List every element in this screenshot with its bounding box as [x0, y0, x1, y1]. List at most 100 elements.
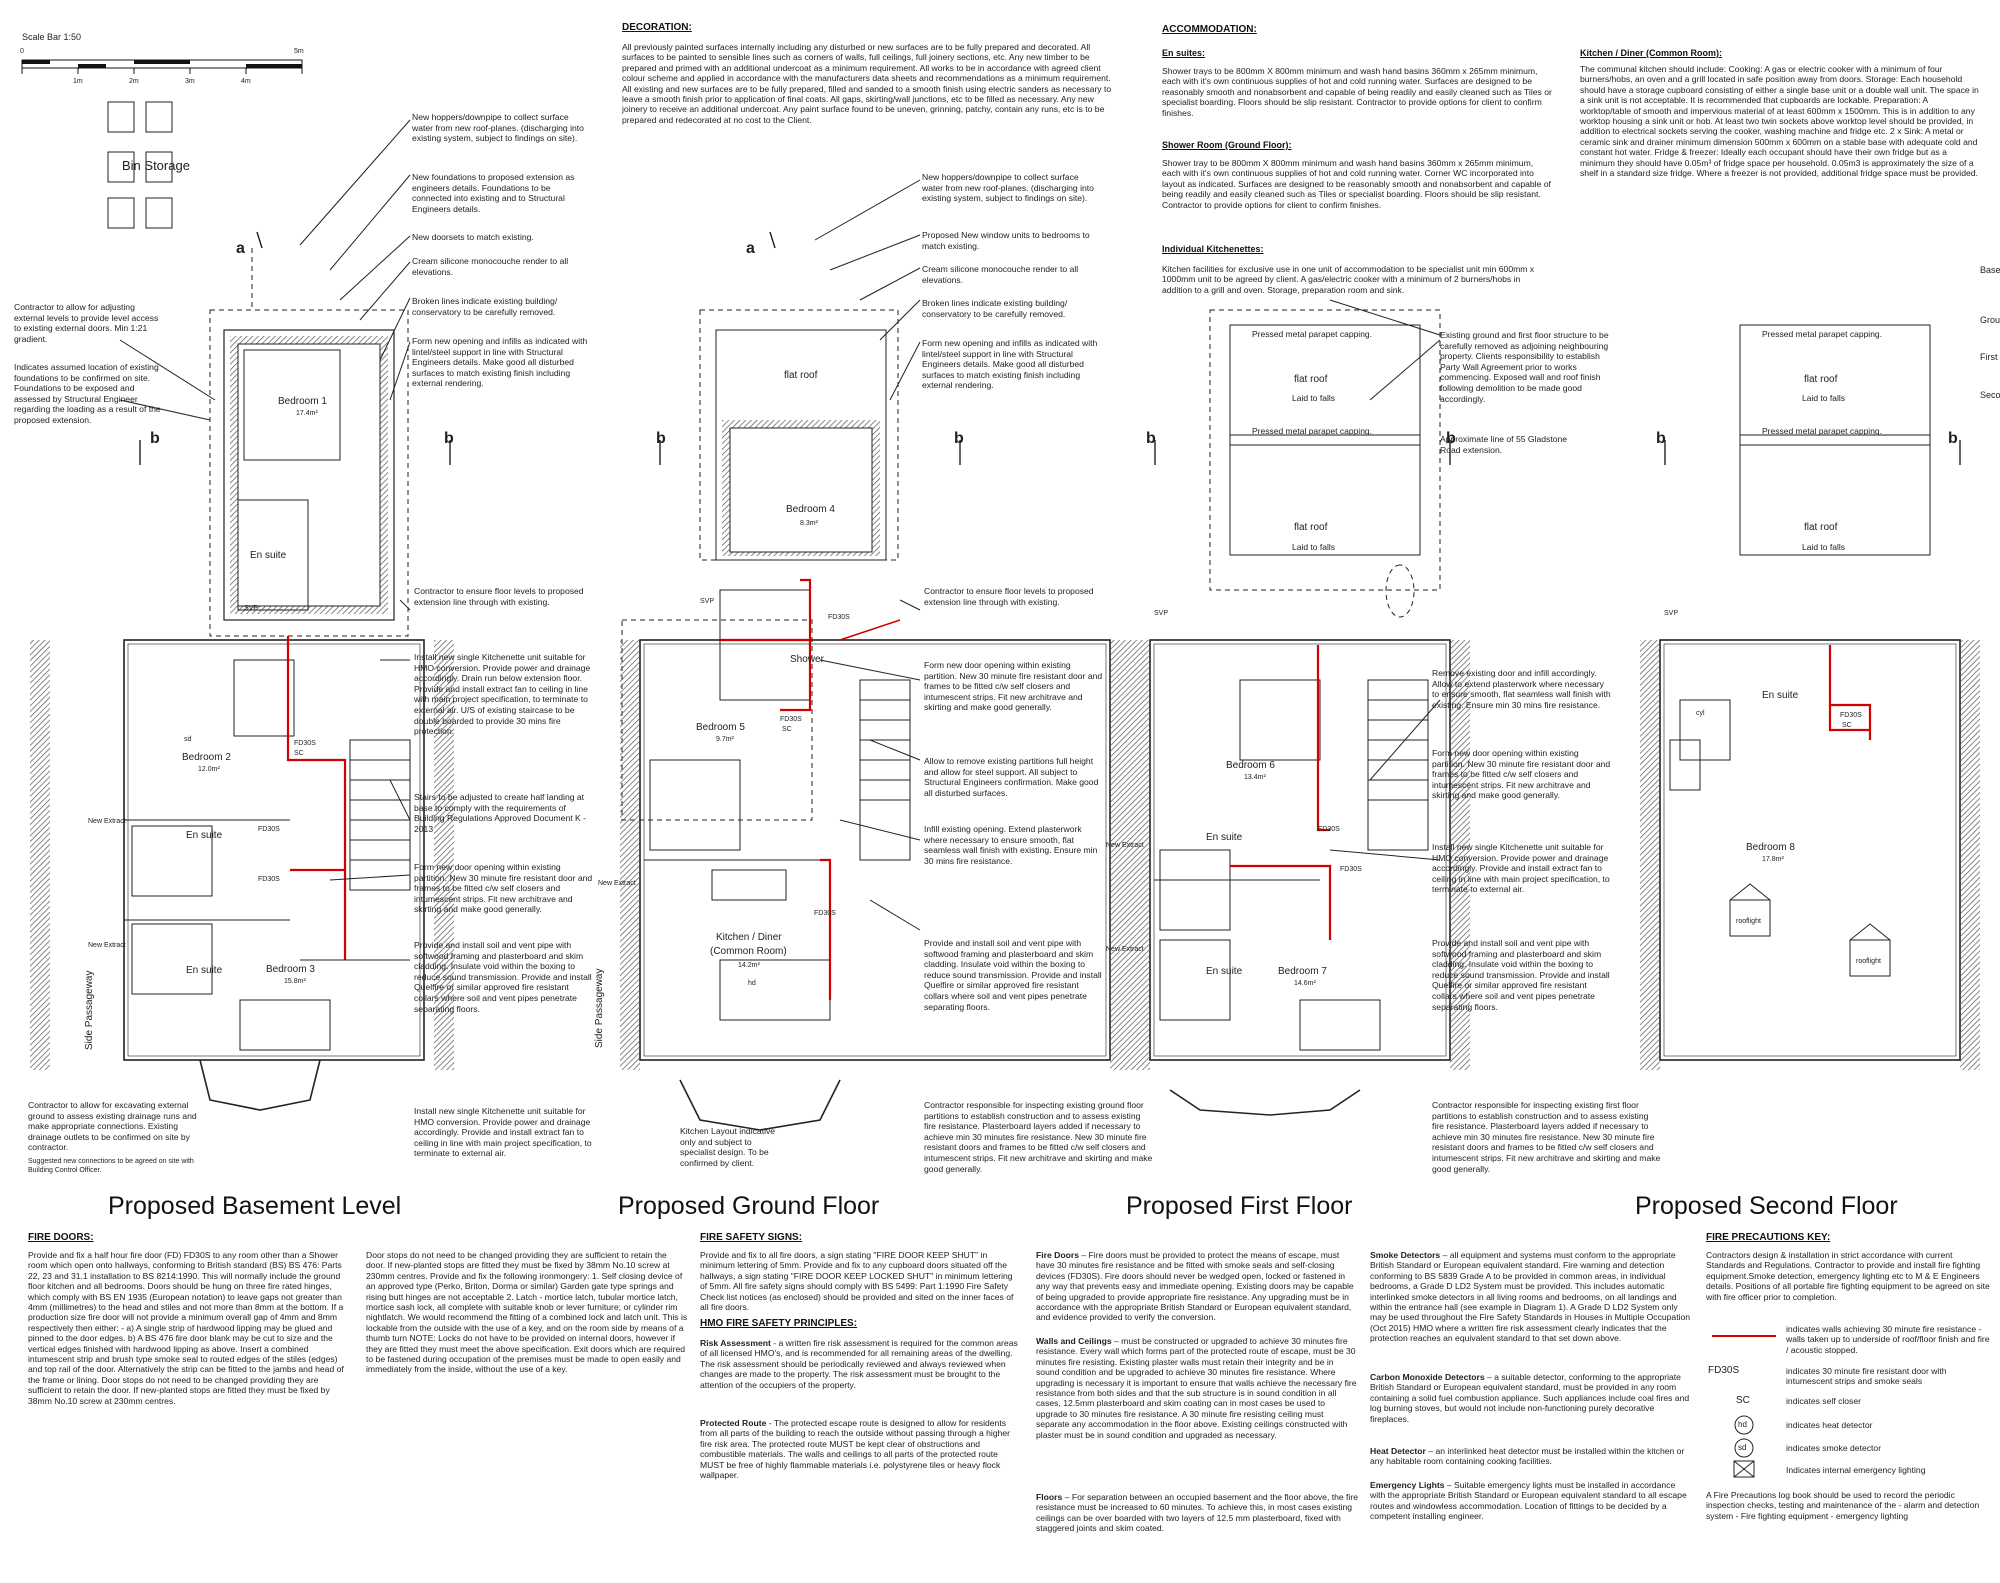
section-b-first-left: b	[1146, 430, 1156, 447]
smoke-detector-basement: sd	[184, 736, 192, 743]
fire-doors-principle: Fire Doors – Fire doors must be provided…	[1036, 1250, 1358, 1323]
room-kitchen-area: 14.2m²	[738, 962, 760, 969]
fire-doors-text-2: Door stops do not need to be changed pro…	[366, 1250, 688, 1375]
scale-tick-4: 4m	[241, 78, 251, 85]
key-sc-symbol: SC	[1736, 1395, 1750, 1406]
common-kitchen-heading: Kitchen / Diner (Common Room):	[1580, 48, 1722, 58]
co-detectors-text: – a suitable detector, conforming to the…	[1370, 1372, 1690, 1424]
room-shower: Shower	[790, 654, 824, 665]
shower-text: Shower tray to be 800mm X 800mm minimum …	[1162, 158, 1551, 210]
note-first-party-wall: Existing ground and first floor structur…	[1440, 330, 1609, 404]
room-en-suite-b2: En suite	[186, 830, 223, 841]
key-heading: FIRE PRECAUTIONS KEY:	[1706, 1232, 1831, 1243]
fire-doors-principle-head: Fire Doors	[1036, 1250, 1079, 1260]
basement-plan	[30, 101, 454, 1111]
key-hd-text: indicates heat detector	[1786, 1420, 1873, 1430]
key-fd30s-symbol: FD30S	[1708, 1365, 1740, 1376]
laid-to-falls-first-1: Laid to falls	[1292, 393, 1335, 403]
flat-roof-ground: flat roof	[784, 370, 818, 381]
edge-label-1: Base	[1980, 265, 2000, 275]
note-ground-windows: Proposed New window units to bedrooms to…	[922, 230, 1090, 251]
svp-first: SVP	[1154, 610, 1169, 617]
room-bedroom-4: Bedroom 4	[786, 504, 835, 515]
flat-roof-second-2: flat roof	[1804, 522, 1838, 533]
key-red-line-text: indicates walls achieving 30 minute fire…	[1786, 1324, 1990, 1355]
sc-ground-2: SC	[782, 726, 792, 733]
note-ground-broken-lines: Broken lines indicate existing building/…	[922, 298, 1068, 319]
fd30s-ground-3: FD30S	[814, 910, 836, 917]
note-basement-new-opening: Form new opening and infills as indicate…	[412, 336, 588, 389]
section-b-first-right: b	[1446, 430, 1456, 447]
ensuites-text: Shower trays to be 800mm X 800mm minimum…	[1162, 66, 1552, 118]
flat-roof-first-2: flat roof	[1294, 522, 1328, 533]
sc-second: SC	[1842, 722, 1852, 729]
new-extract-ground: New Extract	[598, 880, 636, 887]
room-bedroom-1-area: 17.4m²	[296, 410, 318, 417]
note-ground-hoppers: New hoppers/downpipe to collect surface …	[922, 172, 1094, 204]
parapet-second-2: Pressed metal parapet capping.	[1762, 426, 1883, 436]
room-bedroom-5-area: 9.7m²	[716, 736, 734, 743]
second-floor-plan	[1640, 324, 1980, 1070]
heat-detector-text: – an interlinked heat detector must be i…	[1370, 1446, 1685, 1467]
note-ground-partitions-inspection: Contractor responsible for inspecting ex…	[924, 1100, 1153, 1174]
hmo-risk-text: - a written fire risk assessment is requ…	[700, 1338, 1018, 1390]
note-ground-kitchen-layout: Kitchen Layout indicative only and subje…	[680, 1126, 776, 1168]
ground-plan	[620, 179, 1130, 1131]
note-basement-kitchenette-1: Install new single Kitchenette unit suit…	[414, 652, 591, 737]
shower-heading: Shower Room (Ground Floor):	[1162, 140, 1292, 150]
scale-tick-1: 1m	[73, 78, 83, 85]
floors-principle: Floors – For separation between an occup…	[1036, 1492, 1358, 1534]
room-bedroom-6: Bedroom 6	[1226, 760, 1275, 771]
note-basement-hoppers: New hoppers/downpipe to collect surface …	[412, 112, 584, 144]
smoke-detectors: Smoke Detectors – all equipment and syst…	[1370, 1250, 1692, 1344]
note-first-door-opening: Form new door opening within existing pa…	[1432, 748, 1611, 801]
emergency-lights-head: Emergency Lights	[1370, 1480, 1445, 1490]
key-logbook: A Fire Precautions log book should be us…	[1706, 1490, 1980, 1521]
svp-second: SVP	[1664, 610, 1679, 617]
cylinder-second: cyl	[1696, 710, 1705, 717]
note-basement-foundations: Indicates assumed location of existing f…	[14, 362, 161, 425]
rooflight-second-1: rooflight	[1736, 918, 1761, 925]
note-ground-svp: Provide and install soil and vent pipe w…	[924, 938, 1102, 1012]
room-bedroom-6-area: 13.4m²	[1244, 774, 1266, 781]
note-basement-new-foundations: New foundations to proposed extension as…	[412, 172, 575, 214]
section-b-second-left: b	[1656, 430, 1666, 447]
rooflight-second-2: rooflight	[1856, 958, 1881, 965]
key-hd-symbol: hd	[1738, 1420, 1747, 1429]
walls-ceilings-head: Walls and Ceilings	[1036, 1336, 1112, 1346]
laid-to-falls-second-1: Laid to falls	[1802, 393, 1845, 403]
room-bedroom-3-area: 15.8m²	[284, 978, 306, 985]
section-a-basement: a	[236, 240, 245, 257]
kitchenettes-text: Kitchen facilities for exclusive use in …	[1162, 264, 1535, 295]
emergency-lights: Emergency Lights – Suitable emergency li…	[1370, 1480, 1692, 1522]
note-basement-kitchenette-2: Install new single Kitchenette unit suit…	[414, 1106, 592, 1159]
room-en-suite-b7: En suite	[1206, 966, 1243, 977]
room-bedroom-7-area: 14.6m²	[1294, 980, 1316, 987]
title-basement: Proposed Basement Level	[108, 1192, 402, 1220]
fd30s-basement-3: FD30S	[258, 876, 280, 883]
smoke-detectors-head: Smoke Detectors	[1370, 1250, 1441, 1260]
new-extract-first-2: New Extract	[1106, 946, 1144, 953]
svp-basement: SVP	[244, 605, 259, 612]
flat-roof-first-1: flat roof	[1294, 374, 1328, 385]
note-first-approx-line: Approximate line of 55 Gladstone Road ex…	[1440, 434, 1568, 455]
note-first-svp: Provide and install soil and vent pipe w…	[1432, 938, 1610, 1012]
key-sc-text: indicates self closer	[1786, 1396, 1861, 1406]
laid-to-falls-second-2: Laid to falls	[1802, 542, 1845, 552]
edge-label-4: Seco	[1980, 390, 2000, 400]
fire-signs-heading: FIRE SAFETY SIGNS:	[700, 1232, 803, 1243]
floors-principle-head: Floors	[1036, 1492, 1063, 1502]
co-detectors: Carbon Monoxide Detectors – a suitable d…	[1370, 1372, 1692, 1424]
note-basement-stairs: Stairs to be adjusted to create half lan…	[414, 792, 586, 834]
fire-signs-text: Provide and fix to all fire doors, a sig…	[700, 1250, 1014, 1313]
first-floor-plan	[1130, 299, 1470, 1116]
note-basement-svp: Provide and install soil and vent pipe w…	[414, 940, 592, 1014]
room-en-suite-b1: En suite	[250, 550, 287, 561]
fd30s-first-2: FD30S	[1340, 866, 1362, 873]
note-first-kitchenette: Install new single Kitchenette unit suit…	[1432, 842, 1610, 895]
room-bedroom-5: Bedroom 5	[696, 722, 745, 733]
note-ground-floor-levels: Contractor to ensure floor levels to pro…	[924, 586, 1094, 607]
heat-detector: Heat Detector – an interlinked heat dete…	[1370, 1446, 1692, 1467]
note-basement-doorsets: New doorsets to match existing.	[412, 232, 534, 242]
